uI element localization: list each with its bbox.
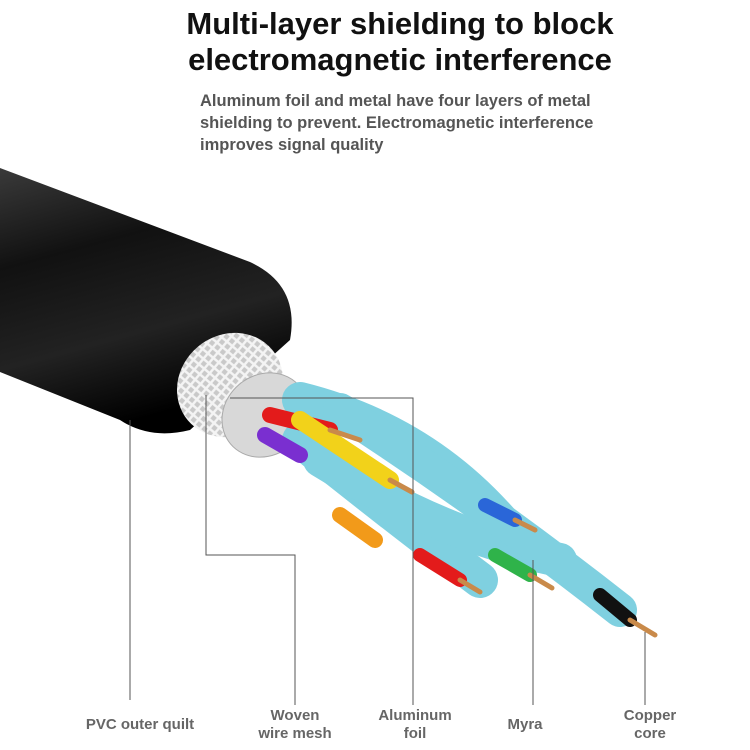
- label-copper-core: Copper core: [610, 707, 690, 743]
- label-copper-line-1: Copper: [623, 707, 677, 724]
- label-pvc-outer-quilt: PVC outer quilt: [85, 716, 195, 733]
- subtitle: Aluminum foil and metal have four layers…: [200, 92, 594, 154]
- label-aluminum-foil: Aluminum foil: [365, 707, 465, 743]
- label-copper-line-2: core: [634, 725, 666, 742]
- leader-lines: [129, 395, 646, 705]
- label-aluminum-line-2: foil: [403, 725, 427, 742]
- label-aluminum-line-1: Aluminum: [378, 707, 452, 724]
- headline: Multi-layer shielding to block electroma…: [0, 6, 750, 78]
- headline-line-1: Multi-layer shielding to block: [186, 6, 614, 41]
- label-myra: Myra: [507, 716, 543, 733]
- label-woven-wire-mesh: Woven wire mesh: [240, 707, 350, 743]
- headline-line-2: electromagnetic interference: [188, 42, 612, 77]
- wires: [257, 407, 658, 638]
- label-woven-line-2: wire mesh: [258, 725, 332, 742]
- label-woven-line-1: Woven: [270, 707, 320, 724]
